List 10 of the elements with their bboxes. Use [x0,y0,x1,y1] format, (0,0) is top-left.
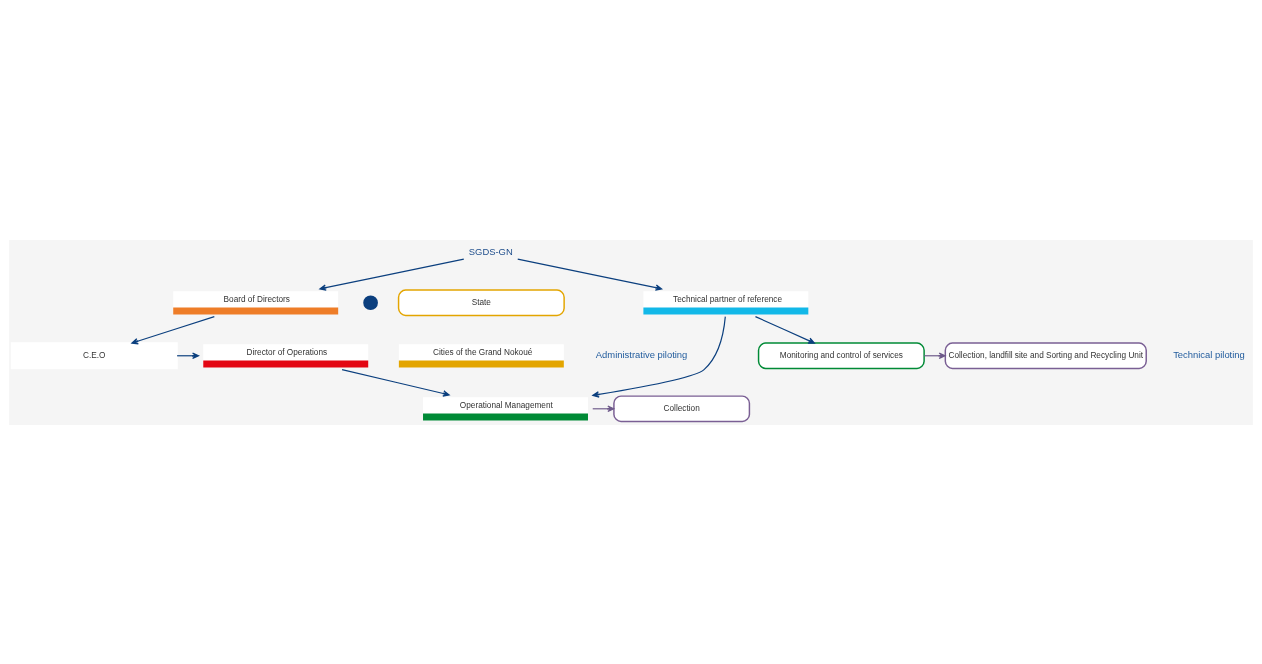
label: Administrative piloting [595,348,688,360]
node-circle [363,294,378,310]
arrow [592,315,726,398]
node-text: SGDS-GN [468,245,513,257]
arrow [754,315,815,344]
arrow [131,315,215,344]
label: Technical piloting [1173,348,1245,360]
arrow [341,368,450,397]
arrow [517,258,663,291]
arrow [319,258,465,291]
